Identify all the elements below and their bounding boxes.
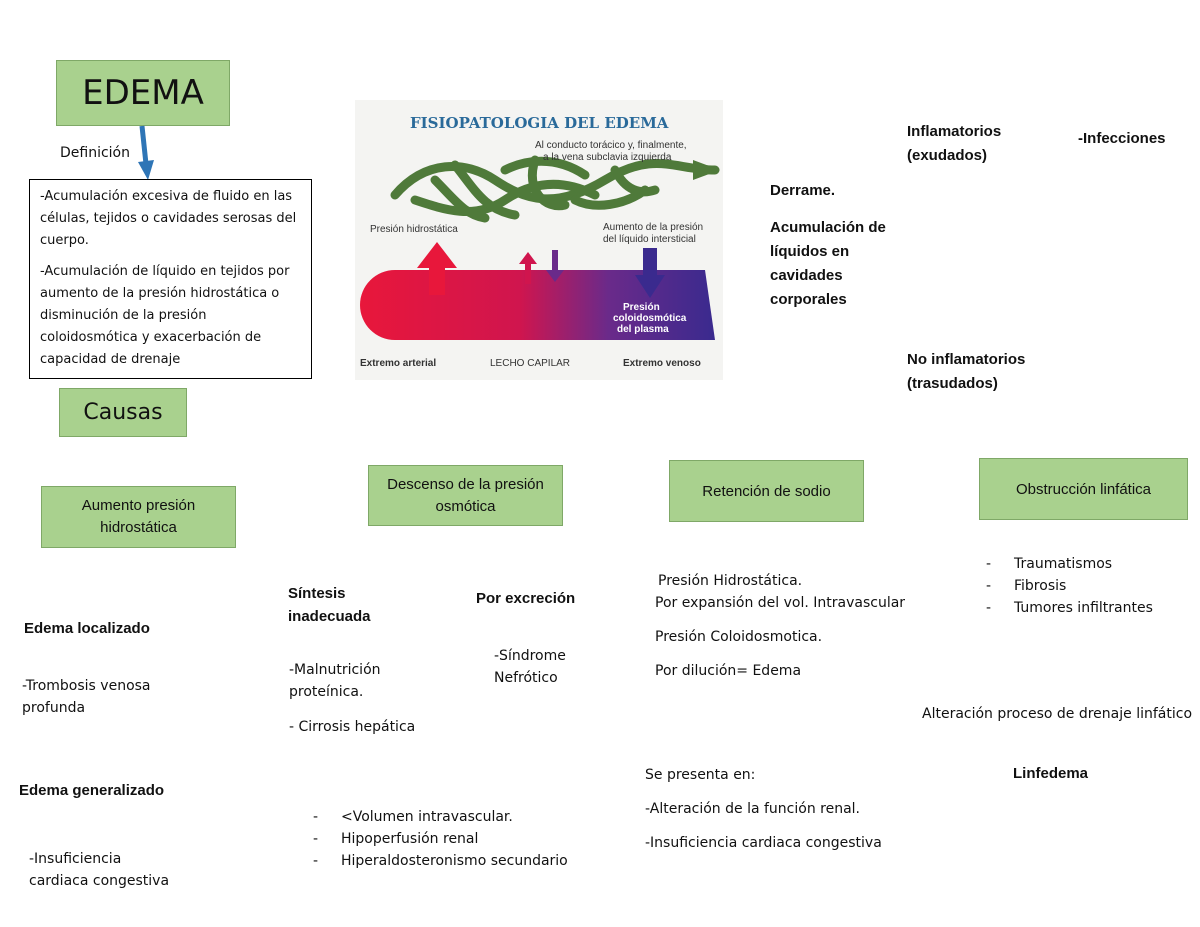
retencion-line2: Por expansión del vol. Intravascular — [655, 595, 906, 611]
retencion-line1: Presión Hidrostática. — [658, 573, 803, 589]
diagram-aumento-2: del líquido intersticial — [603, 234, 696, 245]
list-item: <Volumen intravascular. — [313, 806, 593, 828]
malnutricion-item: -Malnutrición proteínica. — [289, 662, 381, 700]
title-box: EDEMA — [56, 60, 230, 126]
inflamatorios-label: Inflamatorios (exudados) — [907, 123, 1002, 164]
retencion-title: Retención de sodio — [702, 482, 831, 500]
diagram-extremo-arterial: Extremo arterial — [360, 358, 436, 369]
aumento-presion-box: Aumento presión hidrostática — [41, 486, 236, 548]
retencion-line4: Por dilución= Edema — [655, 663, 802, 679]
nefrotico-item: -Síndrome Nefrótico — [494, 648, 566, 686]
list-item: Fibrosis — [986, 575, 1186, 597]
presenta-item2: -Insuficiencia cardiaca congestiva — [645, 835, 882, 851]
definicion-label: Definición — [60, 145, 130, 161]
sintesis-label: Síntesis inadecuada — [288, 585, 371, 625]
diagram-aumento-1: Aumento de la presión — [603, 222, 703, 233]
obstruccion-list: Traumatismos Fibrosis Tumores infiltrant… — [986, 553, 1186, 619]
diagram-svg: FISIOPATOLOGIA DEL EDEMA Al conducto tor… — [360, 114, 720, 369]
list-item: Hiperaldosteronismo secundario — [313, 850, 593, 872]
edema-localizado-label: Edema localizado — [24, 620, 150, 637]
derrame-desc: Acumulación de líquidos en cavidades cor… — [770, 219, 886, 308]
derrame-title: Derrame. — [770, 182, 836, 199]
definicion-2: -Acumulación de líquido en tejidos por a… — [40, 264, 290, 367]
presenta-label: Se presenta en: — [645, 767, 756, 783]
descenso-box: Descenso de la presión osmótica — [368, 465, 563, 526]
diagram-lecho-capilar: LECHO CAPILAR — [490, 358, 570, 369]
flow-arrow-icon — [693, 160, 720, 180]
pressure-arrows — [417, 242, 665, 298]
list-item: Hipoperfusión renal — [313, 828, 593, 850]
infecciones-label: -Infecciones — [1078, 130, 1166, 147]
no-inflamatorios-label: No inflamatorios (trasudados) — [907, 351, 1026, 392]
cirrosis-item: - Cirrosis hepática — [289, 719, 416, 735]
diagram-coloid-1: Presión — [623, 302, 660, 313]
trombosis-item: -Trombosis venosa profunda — [22, 678, 151, 716]
aumento-presion-title: Aumento presión hidrostática — [81, 497, 196, 536]
edema-generalizado-label: Edema generalizado — [19, 782, 165, 799]
obstruccion-title: Obstrucción linfática — [1015, 480, 1152, 498]
page-title: EDEMA — [82, 73, 204, 113]
diagram-coloid-2: coloidosmótica — [613, 313, 687, 324]
diagram-extremo-venoso: Extremo venoso — [623, 358, 701, 369]
linfedema-label: Linfedema — [1013, 765, 1089, 782]
list-item: Traumatismos — [986, 553, 1186, 575]
retencion-line3: Presión Coloidosmotica. — [655, 629, 823, 645]
diagram-conducto-1: Al conducto torácico y, finalmente, — [535, 140, 687, 151]
alteracion-drenaje: Alteración proceso de drenaje linfático — [922, 706, 1193, 722]
descenso-list: <Volumen intravascular. Hipoperfusión re… — [313, 806, 593, 872]
diagram-coloid-3: del plasma — [617, 324, 669, 335]
definicion-1: -Acumulación excesiva de fluido en las c… — [40, 189, 297, 248]
diagram-conducto-2: a la vena subclavia izquierda — [543, 152, 672, 163]
obstruccion-box: Obstrucción linfática — [979, 458, 1188, 520]
descenso-title: Descenso de la presión osmótica — [387, 475, 544, 515]
retencion-box: Retención de sodio — [669, 460, 864, 522]
fisiopatologia-diagram: FISIOPATOLOGIA DEL EDEMA Al conducto tor… — [355, 100, 723, 380]
diagram-title: FISIOPATOLOGIA DEL EDEMA — [410, 114, 669, 132]
causas-box: Causas — [59, 388, 187, 437]
lymph-network — [390, 155, 720, 223]
presenta-item1: -Alteración de la función renal. — [645, 801, 860, 817]
diagram-presion-hidrostatica: Presión hidrostática — [370, 224, 458, 235]
excrecion-label: Por excreción — [476, 590, 576, 607]
insuficiencia-item: -Insuficiencia cardiaca congestiva — [29, 851, 170, 889]
down-arrow-icon — [138, 125, 154, 180]
definicion-box: -Acumulación excesiva de fluido en las c… — [29, 179, 312, 379]
capillary — [360, 270, 715, 340]
causas-label: Causas — [83, 400, 163, 425]
list-item: Tumores infiltrantes — [986, 597, 1186, 619]
